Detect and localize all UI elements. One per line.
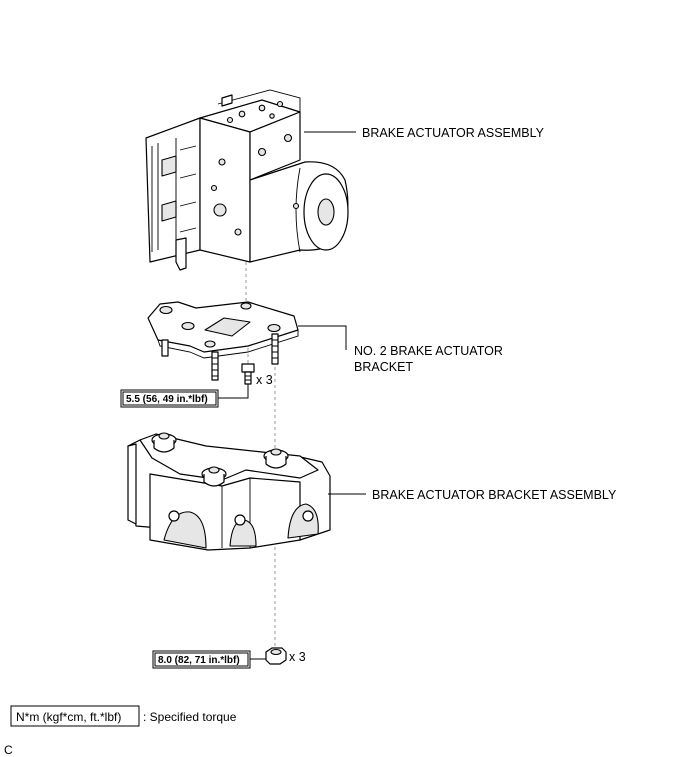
nut	[265, 647, 287, 665]
label-no2-bracket-line1: NO. 2 BRAKE ACTUATOR	[354, 344, 503, 358]
bolt-quantity: x 3	[256, 373, 273, 387]
no2-brake-actuator-bracket	[147, 301, 299, 381]
label-no2-bracket-line2: BRACKET	[354, 360, 413, 374]
brake-actuator-bracket-assembly	[127, 432, 331, 551]
brake-actuator-assembly	[145, 89, 349, 271]
bolt-torque-box-inner	[122, 391, 217, 406]
bolt	[241, 363, 255, 385]
legend-unit-text: N*m (kgf*cm, ft.*lbf)	[16, 710, 121, 724]
figure-code: C	[4, 743, 13, 757]
nut-torque-box-inner	[154, 652, 249, 667]
legend-unit-box	[10, 705, 140, 727]
legend-description: : Specified torque	[143, 710, 237, 724]
leader-bolt-torque	[218, 384, 249, 399]
nut-quantity: x 3	[289, 650, 306, 664]
bolt-torque-value: 5.5 (56, 49 in.*lbf)	[126, 394, 208, 405]
nut-torque-value: 8.0 (82, 71 in.*lbf)	[158, 655, 240, 666]
label-brake-actuator-assembly: BRAKE ACTUATOR ASSEMBLY	[362, 126, 545, 140]
label-bracket-assembly: BRAKE ACTUATOR BRACKET ASSEMBLY	[372, 488, 617, 502]
leader-no2-bracket	[298, 325, 347, 350]
